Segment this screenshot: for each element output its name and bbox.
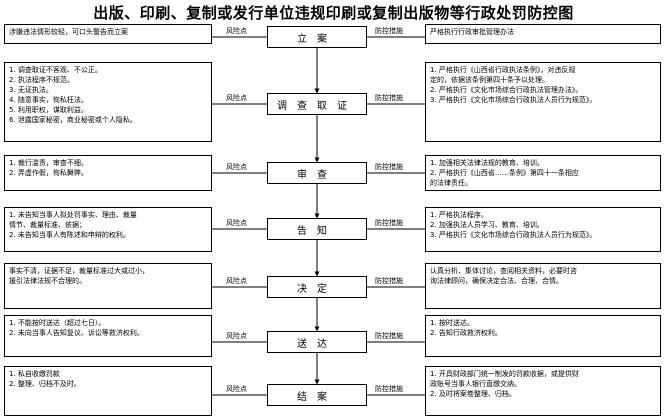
control-box-5: 认真分析、集体讨论，查阅相关资料，必要时咨询法律顾问，确保决定合法、合理、合情。: [425, 263, 661, 309]
control-item: 询法律顾问，确保决定合法、合理、合情。: [430, 277, 563, 285]
control-measure-label: 防控措施: [375, 277, 403, 285]
risk-item: 情节、裁量标准、依据；: [9, 221, 86, 229]
control-box-4: 1. 严格执法程序。 2. 加强执法人员学习、教育、培训。 3. 严格执行《文化市场…: [425, 207, 661, 252]
risk-item: 4. 随意事实，徇私枉法。: [9, 96, 88, 104]
risk-item: 援引法律法规不合理的。: [9, 277, 86, 285]
risk-box-6: 1. 不能按时送达（超过七日）。 2. 未向当事人告知复议、诉讼等救济权利。: [4, 315, 212, 357]
control-box-1: 严格执行行政审批管理办法: [425, 24, 661, 44]
control-measure-label: 防控措施: [375, 219, 403, 227]
control-item: 2. 及时将案卷整理、归档。: [430, 390, 516, 398]
risk-item: 1. 调查取证不客观、不公正。: [9, 66, 102, 74]
risk-item: 事实不清，证据不足，裁量标准过大或过小，: [9, 267, 149, 275]
risk-item: 6. 泄露国家秘密，商业秘密或个人隐私。: [9, 116, 137, 124]
risk-point-label: 风险点: [226, 94, 247, 102]
risk-point-label: 风险点: [226, 219, 247, 227]
risk-item: 1. 不能按时送达（超过七日）。: [9, 319, 106, 327]
risk-box-4: 1. 未告知当事人拟处罚事实、理由、裁量情节、裁量标准、依据； 2. 未告知当事人…: [4, 207, 212, 252]
risk-item: 2. 未向当事人告知复议、诉讼等救济权利。: [9, 329, 144, 337]
stage-box-1: 立案: [267, 26, 367, 48]
page-title: 出版、印刷、复制或发行单位违规印刷或复制出版物等行政处罚防控图: [93, 4, 574, 22]
stage-box-4: 告知: [267, 218, 367, 240]
control-item: 政账号当事人银行直缴交纳。: [430, 380, 521, 388]
risk-item: 2. 未告知当事人有陈述和申辩的权利。: [9, 231, 130, 239]
risk-point-label: 风险点: [226, 27, 247, 35]
control-box-2: 1. 严格执行《山西省行政执法条例》，对违反规定的，依据该条例第四十条予以处理。…: [425, 62, 661, 142]
control-item: 定的，依据该条例第四十条予以处理。: [430, 76, 549, 84]
risk-box-5: 事实不清，证据不足，裁量标准过大或过小， 援引法律法规不合理的。: [4, 263, 212, 309]
control-item: 1. 开具财政部门统一制发的罚款收据，或提供财: [430, 370, 579, 378]
control-measure-label: 防控措施: [375, 94, 403, 102]
risk-box-2: 1. 调查取证不客观、不公正。 2. 执法程序不规范。 3. 无证执法。 4. 随意事…: [4, 62, 212, 142]
stage-box-7: 结案: [267, 384, 367, 406]
control-item: 2. 加强执法人员学习、教育、培训。: [430, 221, 544, 229]
control-item: 1. 加强相关法律法规的教育、培训。: [430, 159, 544, 167]
risk-item: 2. 整理、归档不及时。: [9, 380, 81, 388]
control-item: 2. 严格执行《文化市场综合行政执法管理办法》。: [430, 86, 583, 94]
risk-point-label: 风险点: [226, 332, 247, 340]
stage-box-3: 审查: [267, 162, 367, 184]
risk-item: 1. 裁行滥责，审查不细。: [9, 159, 88, 167]
stage-box-5: 决定: [267, 276, 367, 298]
risk-box-3: 1. 裁行滥责，审查不细。 2. 弄虚作假，徇私舞弊。: [4, 155, 212, 191]
risk-point-label: 风险点: [226, 385, 247, 393]
control-measure-label: 防控措施: [375, 163, 403, 171]
stage-box-2: 调查取证: [267, 93, 367, 115]
control-measure-label: 防控措施: [375, 27, 403, 35]
control-item: 3. 严格执行《文化市场综合行政执法人员行为规范》。: [430, 96, 597, 104]
risk-item: 2. 执法程序不规范。: [9, 76, 74, 84]
control-item: 严格执行行政审批管理办法: [430, 28, 514, 36]
risk-box-1: 涉嫌违法情形较轻，可口头警告而立案: [4, 24, 212, 44]
risk-item: 1. 未告知当事人拟处罚事实、理由、裁量: [9, 211, 137, 219]
control-measure-label: 防控措施: [375, 385, 403, 393]
risk-item: 涉嫌违法情形较轻，可口头警告而立案: [9, 28, 128, 36]
control-item: 的法律责任。: [430, 179, 472, 187]
control-item: 1. 严格执行《山西省行政执法条例》，对违反规: [430, 66, 576, 74]
control-item: 1. 按时送达。: [430, 319, 474, 327]
control-item: 3. 严格执行《文化市场综合行政执法人员行为规范》。: [430, 231, 597, 239]
control-measure-label: 防控措施: [375, 332, 403, 340]
risk-point-label: 风险点: [226, 277, 247, 285]
risk-item: 1. 私自收缴罚款: [9, 370, 60, 378]
control-item: 认真分析、集体讨论，查阅相关资料，必要时咨: [430, 267, 577, 275]
control-box-7: 1. 开具财政部门统一制发的罚款收据，或提供财政账号当事人银行直缴交纳。 2. 及…: [425, 366, 661, 416]
control-item: 1. 严格执法程序。: [430, 211, 488, 219]
risk-box-7: 1. 私自收缴罚款 2. 整理、归档不及时。: [4, 366, 212, 416]
control-item: 2. 告知行政救济权利。: [430, 329, 502, 337]
risk-point-label: 风险点: [226, 163, 247, 171]
control-box-3: 1. 加强相关法律法规的教育、培训。 2. 严格执行《山西省……条例》第四十一条相…: [425, 155, 661, 191]
control-box-6: 1. 按时送达。 2. 告知行政救济权利。: [425, 315, 661, 357]
risk-item: 2. 弄虚作假，徇私舞弊。: [9, 169, 88, 177]
risk-item: 5. 利用职权，谋取利益。: [9, 106, 88, 114]
risk-item: 3. 无证执法。: [9, 86, 53, 94]
stage-box-6: 送达: [267, 331, 367, 353]
control-item: 2. 严格执行《山西省……条例》第四十一条相应: [430, 169, 579, 177]
